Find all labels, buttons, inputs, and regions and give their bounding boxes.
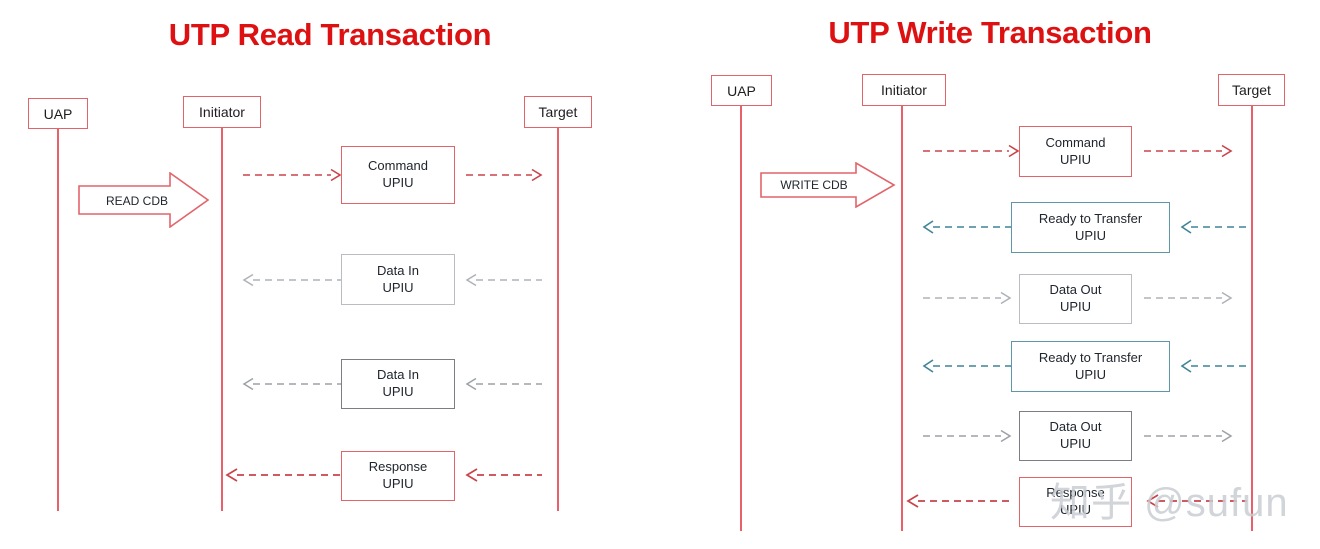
lifeline-initiator-read bbox=[221, 128, 223, 511]
arrow-response-upiu-left-read bbox=[225, 468, 342, 482]
arrow-ready-to-transfer-2-right-write bbox=[1180, 359, 1247, 373]
block-arrow-write-cdb bbox=[760, 162, 896, 208]
block-arrow-read-cdb-label: READ CDB bbox=[105, 194, 168, 208]
message-box-ready-to-transfer-2-write: Ready to Transfer UPIU bbox=[1011, 341, 1170, 392]
block-arrow-read-cdb bbox=[78, 172, 210, 228]
arrow-response-upiu-left-write bbox=[906, 494, 1012, 508]
lifeline-uap-write bbox=[740, 106, 742, 531]
message-line-1: Response bbox=[368, 459, 428, 475]
message-line-1: Data In bbox=[377, 367, 419, 383]
message-box-command-upiu-write: Command UPIU bbox=[1019, 126, 1132, 177]
read-diagram-title: UTP Read Transaction bbox=[168, 17, 492, 52]
arrow-data-out-2-right-write bbox=[1144, 429, 1233, 443]
message-line-2: UPIU bbox=[1059, 299, 1092, 314]
message-line-1: Data In bbox=[377, 262, 419, 278]
arrow-data-out-1-left-write bbox=[923, 291, 1012, 305]
actor-box-uap-read: UAP bbox=[28, 98, 88, 129]
arrow-data-in-1-left-read bbox=[242, 273, 341, 287]
write-transaction-diagram: UTP Write Transaction UAP Initiator Targ… bbox=[660, 0, 1320, 549]
message-box-data-in-2-read: Data In UPIU bbox=[341, 359, 455, 409]
actor-box-initiator-write: Initiator bbox=[862, 74, 946, 106]
message-line-2: UPIU bbox=[382, 384, 414, 399]
message-line-1: Data Out bbox=[1049, 419, 1102, 435]
message-line-2: UPIU bbox=[1074, 366, 1107, 382]
arrow-data-out-1-right-write bbox=[1144, 291, 1233, 305]
arrow-command-upiu-left-read bbox=[243, 168, 342, 182]
actor-box-initiator-read: Initiator bbox=[183, 96, 261, 128]
lifeline-uap-read bbox=[57, 129, 59, 511]
arrow-data-in-1-right-read bbox=[465, 273, 542, 287]
message-box-ready-to-transfer-1-write: Ready to Transfer UPIU bbox=[1011, 202, 1170, 253]
message-line-2: UPIU bbox=[1059, 151, 1092, 167]
block-arrow-write-cdb-label: WRITE CDB bbox=[780, 178, 848, 192]
arrow-ready-to-transfer-1-left-write bbox=[922, 220, 1011, 234]
read-transaction-diagram: UTP Read Transaction UAP Initiator Targe… bbox=[28, 17, 592, 511]
arrow-command-upiu-left-write bbox=[923, 144, 1020, 158]
message-line-2: UPIU bbox=[1059, 436, 1092, 451]
arrow-ready-to-transfer-1-right-write bbox=[1180, 220, 1247, 234]
arrow-data-out-2-left-write bbox=[923, 429, 1012, 443]
arrow-response-upiu-right-write bbox=[1146, 494, 1247, 508]
lifeline-target-read bbox=[557, 128, 559, 511]
message-box-response-upiu-write: Response UPIU bbox=[1019, 477, 1132, 527]
actor-box-target-write: Target bbox=[1218, 74, 1285, 106]
message-box-command-upiu-read: Command UPIU bbox=[341, 146, 455, 204]
arrow-response-upiu-right-read bbox=[465, 468, 542, 482]
write-diagram-title: UTP Write Transaction bbox=[828, 15, 1152, 50]
message-line-1: Ready to Transfer bbox=[1038, 210, 1143, 226]
actor-box-uap-write: UAP bbox=[711, 75, 772, 106]
message-box-data-out-1-write: Data Out UPIU bbox=[1019, 274, 1132, 324]
message-line-2: UPIU bbox=[1074, 227, 1107, 243]
arrow-data-in-2-right-read bbox=[465, 377, 542, 391]
message-line-1: Data Out bbox=[1049, 282, 1102, 298]
message-line-1: Response bbox=[1046, 485, 1105, 501]
lifeline-target-write bbox=[1251, 106, 1253, 531]
lifeline-initiator-write bbox=[901, 106, 903, 531]
message-line-2: UPIU bbox=[382, 175, 414, 190]
message-line-1: Ready to Transfer bbox=[1038, 349, 1143, 365]
message-box-data-out-2-write: Data Out UPIU bbox=[1019, 411, 1132, 461]
arrow-data-in-2-left-read bbox=[242, 377, 341, 391]
message-line-2: UPIU bbox=[1059, 502, 1092, 517]
message-line-1: Command bbox=[368, 158, 428, 174]
message-line-2: UPIU bbox=[382, 476, 414, 491]
message-line-1: Command bbox=[1045, 134, 1106, 150]
message-line-2: UPIU bbox=[382, 279, 414, 295]
arrow-command-upiu-right-read bbox=[466, 168, 543, 182]
message-box-data-in-1-read: Data In UPIU bbox=[341, 254, 455, 305]
arrow-ready-to-transfer-2-left-write bbox=[922, 359, 1011, 373]
arrow-command-upiu-right-write bbox=[1144, 144, 1233, 158]
actor-box-target-read: Target bbox=[524, 96, 592, 128]
message-box-response-upiu-read: Response UPIU bbox=[341, 451, 455, 501]
